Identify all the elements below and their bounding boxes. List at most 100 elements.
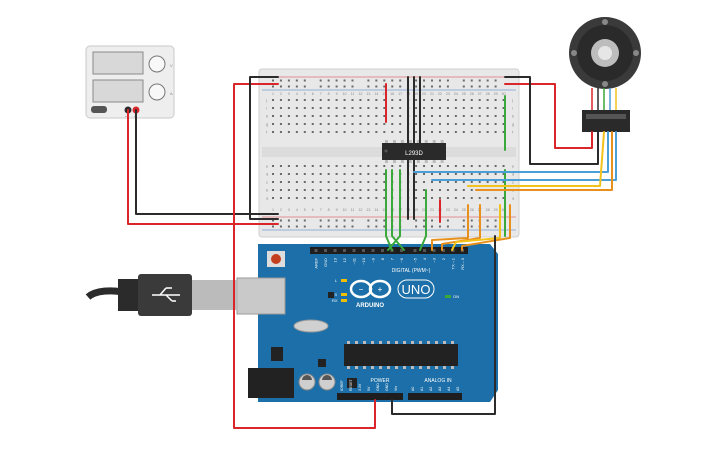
breadboard-hole[interactable]: [415, 85, 418, 88]
breadboard-hole[interactable]: [383, 165, 386, 167]
breadboard-hole[interactable]: [470, 123, 473, 125]
breadboard-hole[interactable]: [327, 165, 330, 167]
breadboard-hole[interactable]: [295, 219, 298, 222]
breadboard-hole[interactable]: [462, 197, 465, 199]
breadboard-hole[interactable]: [319, 219, 322, 222]
breadboard-hole[interactable]: [415, 219, 418, 222]
digital-header-pin[interactable]: [314, 249, 318, 252]
breadboard-hole[interactable]: [494, 225, 497, 228]
breadboard-hole[interactable]: [367, 123, 370, 125]
breadboard-hole[interactable]: [335, 219, 338, 222]
breadboard-hole[interactable]: [454, 173, 457, 175]
breadboard-hole[interactable]: [446, 107, 449, 109]
breadboard-hole[interactable]: [399, 115, 402, 117]
digital-header-pin[interactable]: [423, 249, 426, 252]
breadboard-hole[interactable]: [319, 99, 322, 101]
breadboard-hole[interactable]: [423, 131, 426, 133]
breadboard-hole[interactable]: [438, 225, 441, 228]
breadboard-hole[interactable]: [486, 219, 489, 222]
breadboard-hole[interactable]: [478, 123, 481, 125]
breadboard-hole[interactable]: [351, 107, 354, 109]
digital-header-pin[interactable]: [381, 249, 384, 252]
breadboard-hole[interactable]: [454, 107, 457, 109]
breadboard-hole[interactable]: [399, 131, 402, 133]
breadboard-hole[interactable]: [279, 189, 282, 191]
breadboard-hole[interactable]: [423, 225, 426, 228]
breadboard-hole[interactable]: [272, 85, 274, 88]
breadboard-hole[interactable]: [311, 99, 314, 101]
digital-header-pin[interactable]: [371, 249, 375, 252]
breadboard-hole[interactable]: [351, 197, 354, 199]
breadboard-hole[interactable]: [454, 189, 457, 191]
breadboard-hole[interactable]: [438, 131, 441, 133]
breadboard-hole[interactable]: [351, 225, 354, 228]
breadboard-hole[interactable]: [399, 79, 402, 82]
breadboard-hole[interactable]: [367, 85, 370, 88]
breadboard-hole[interactable]: [391, 115, 394, 117]
breadboard-hole[interactable]: [351, 79, 354, 82]
breadboard-hole[interactable]: [279, 181, 282, 183]
breadboard-hole[interactable]: [462, 173, 465, 175]
breadboard-hole[interactable]: [279, 173, 282, 175]
breadboard-hole[interactable]: [423, 123, 426, 125]
breadboard-hole[interactable]: [335, 189, 338, 191]
breadboard-hole[interactable]: [486, 165, 489, 167]
breadboard-hole[interactable]: [343, 219, 346, 222]
breadboard-hole[interactable]: [359, 99, 362, 101]
breadboard-hole[interactable]: [303, 107, 306, 109]
breadboard-hole[interactable]: [375, 115, 378, 117]
breadboard-hole[interactable]: [415, 197, 418, 199]
breadboard-hole[interactable]: [351, 131, 354, 133]
breadboard-hole[interactable]: [319, 181, 322, 183]
breadboard-hole[interactable]: [494, 123, 497, 125]
breadboard-hole[interactable]: [351, 123, 354, 125]
breadboard-hole[interactable]: [311, 115, 314, 117]
breadboard-hole[interactable]: [502, 181, 505, 183]
breadboard-hole[interactable]: [287, 79, 290, 82]
breadboard-hole[interactable]: [415, 181, 418, 183]
breadboard-hole[interactable]: [438, 165, 441, 167]
breadboard-hole[interactable]: [415, 107, 418, 109]
breadboard-hole[interactable]: [272, 123, 274, 125]
breadboard-hole[interactable]: [470, 115, 473, 117]
breadboard-hole[interactable]: [383, 107, 386, 109]
breadboard-hole[interactable]: [359, 131, 362, 133]
breadboard-hole[interactable]: [486, 99, 489, 101]
breadboard-hole[interactable]: [431, 219, 433, 222]
breadboard-hole[interactable]: [391, 79, 394, 82]
breadboard-hole[interactable]: [335, 165, 338, 167]
breadboard-hole[interactable]: [287, 165, 290, 167]
breadboard-hole[interactable]: [446, 197, 449, 199]
breadboard-hole[interactable]: [343, 79, 346, 82]
breadboard-hole[interactable]: [470, 181, 473, 183]
breadboard-hole[interactable]: [454, 197, 457, 199]
breadboard-hole[interactable]: [287, 197, 290, 199]
breadboard-hole[interactable]: [399, 85, 402, 88]
breadboard-hole[interactable]: [470, 219, 473, 222]
breadboard-hole[interactable]: [415, 99, 418, 101]
breadboard-hole[interactable]: [494, 85, 497, 88]
breadboard-hole[interactable]: [359, 197, 362, 199]
breadboard-hole[interactable]: [431, 131, 433, 133]
breadboard-hole[interactable]: [367, 189, 370, 191]
breadboard-hole[interactable]: [415, 165, 418, 167]
breadboard-hole[interactable]: [319, 123, 322, 125]
breadboard-hole[interactable]: [470, 79, 473, 82]
breadboard-hole[interactable]: [454, 123, 457, 125]
breadboard-hole[interactable]: [431, 107, 433, 109]
breadboard-hole[interactable]: [431, 225, 433, 228]
breadboard-hole[interactable]: [343, 197, 346, 199]
breadboard-hole[interactable]: [383, 85, 386, 88]
breadboard-hole[interactable]: [383, 115, 386, 117]
breadboard-hole[interactable]: [287, 115, 290, 117]
breadboard-hole[interactable]: [343, 225, 346, 228]
breadboard-hole[interactable]: [446, 173, 449, 175]
breadboard-hole[interactable]: [431, 85, 433, 88]
digital-header-pin[interactable]: [432, 249, 436, 252]
breadboard-hole[interactable]: [462, 79, 465, 82]
breadboard-hole[interactable]: [327, 181, 330, 183]
current-knob[interactable]: [148, 83, 166, 101]
breadboard-hole[interactable]: [319, 165, 322, 167]
breadboard-hole[interactable]: [272, 107, 274, 109]
breadboard-hole[interactable]: [399, 107, 402, 109]
